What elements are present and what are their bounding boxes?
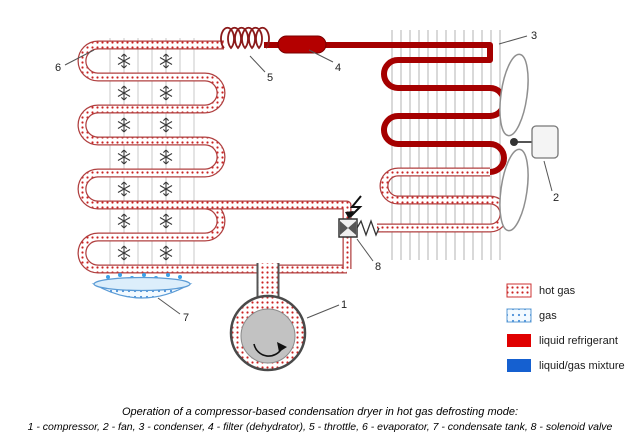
rotation-arrow-icon [253,342,287,357]
label-evaporator: 6 [55,62,61,74]
throttle-coil [220,26,270,50]
fan [499,53,559,232]
legend-swatch-liquid-refrigerant [507,334,531,347]
label-condensate-tank: 7 [183,312,189,324]
snowflake-icon [159,53,173,69]
fan-hub [510,138,518,146]
label-fan: 2 [553,192,559,204]
snowflake-icon [117,117,131,133]
snowflake-icon [159,85,173,101]
legend-item-liquid-gas-mixture: liquid/gas mixture [507,359,625,372]
filter-dehydrator [277,35,327,54]
caption-parts-list: 1 - compressor, 2 - fan, 3 - condenser, … [27,421,613,433]
snowflake-icon [159,117,173,133]
legend-item-liquid-refrigerant: liquid refrigerant [507,334,618,347]
label-condenser: 3 [531,30,537,42]
solenoid-coil-symbol [356,219,380,237]
condenser-coil-hot-gas-section [379,167,509,233]
snowflake-icon [117,213,131,229]
snowflake-icon [117,53,131,69]
frost-snowflakes [117,53,173,261]
snowflake-icon [159,245,173,261]
label-solenoid-valve: 8 [375,261,381,273]
legend-swatch-hot-gas [506,283,532,298]
fan-motor [531,125,559,159]
legend: hot gas gas liquid refrigerant liquid/ga… [506,283,625,372]
snowflake-icon [117,85,131,101]
evaporator-coil [77,40,347,274]
legend-swatch-gas [506,308,532,323]
condensate-tank [91,276,193,299]
snowflake-icon [159,213,173,229]
fan-blade-bottom [499,148,529,232]
legend-label-liquid-gas-mixture: liquid/gas mixture [539,360,625,372]
label-filter: 4 [335,62,341,74]
compressor [229,294,307,372]
legend-item-hot-gas: hot gas [506,283,576,298]
legend-label-hot-gas: hot gas [539,285,576,297]
legend-label-liquid-refrigerant: liquid refrigerant [539,335,618,347]
label-compressor: 1 [341,299,347,311]
label-throttle: 5 [267,72,273,84]
legend-label-gas: gas [539,310,557,322]
legend-item-gas: gas [506,308,557,323]
legend-swatch-liquid-gas-mixture [507,359,531,372]
snowflake-icon [159,149,173,165]
fan-blade-top [499,53,529,137]
hot-gas-bypass-pipe [205,200,398,269]
leader-lines [64,35,553,319]
dryer-schematic: 1 2 3 4 5 6 7 8 hot gas gas liquid refri… [55,26,625,372]
solenoid-valve [338,195,380,238]
snowflake-icon [117,149,131,165]
snowflake-icon [159,181,173,197]
figure-caption: Operation of a compressor-based condensa… [0,406,640,433]
lightning-bolt-icon [345,195,363,219]
condenser-coil-liquid-section [264,42,507,175]
compressor-stub [256,263,280,299]
snowflake-icon [117,245,131,261]
snowflake-icon [117,181,131,197]
caption-title: Operation of a compressor-based condensa… [121,406,519,418]
